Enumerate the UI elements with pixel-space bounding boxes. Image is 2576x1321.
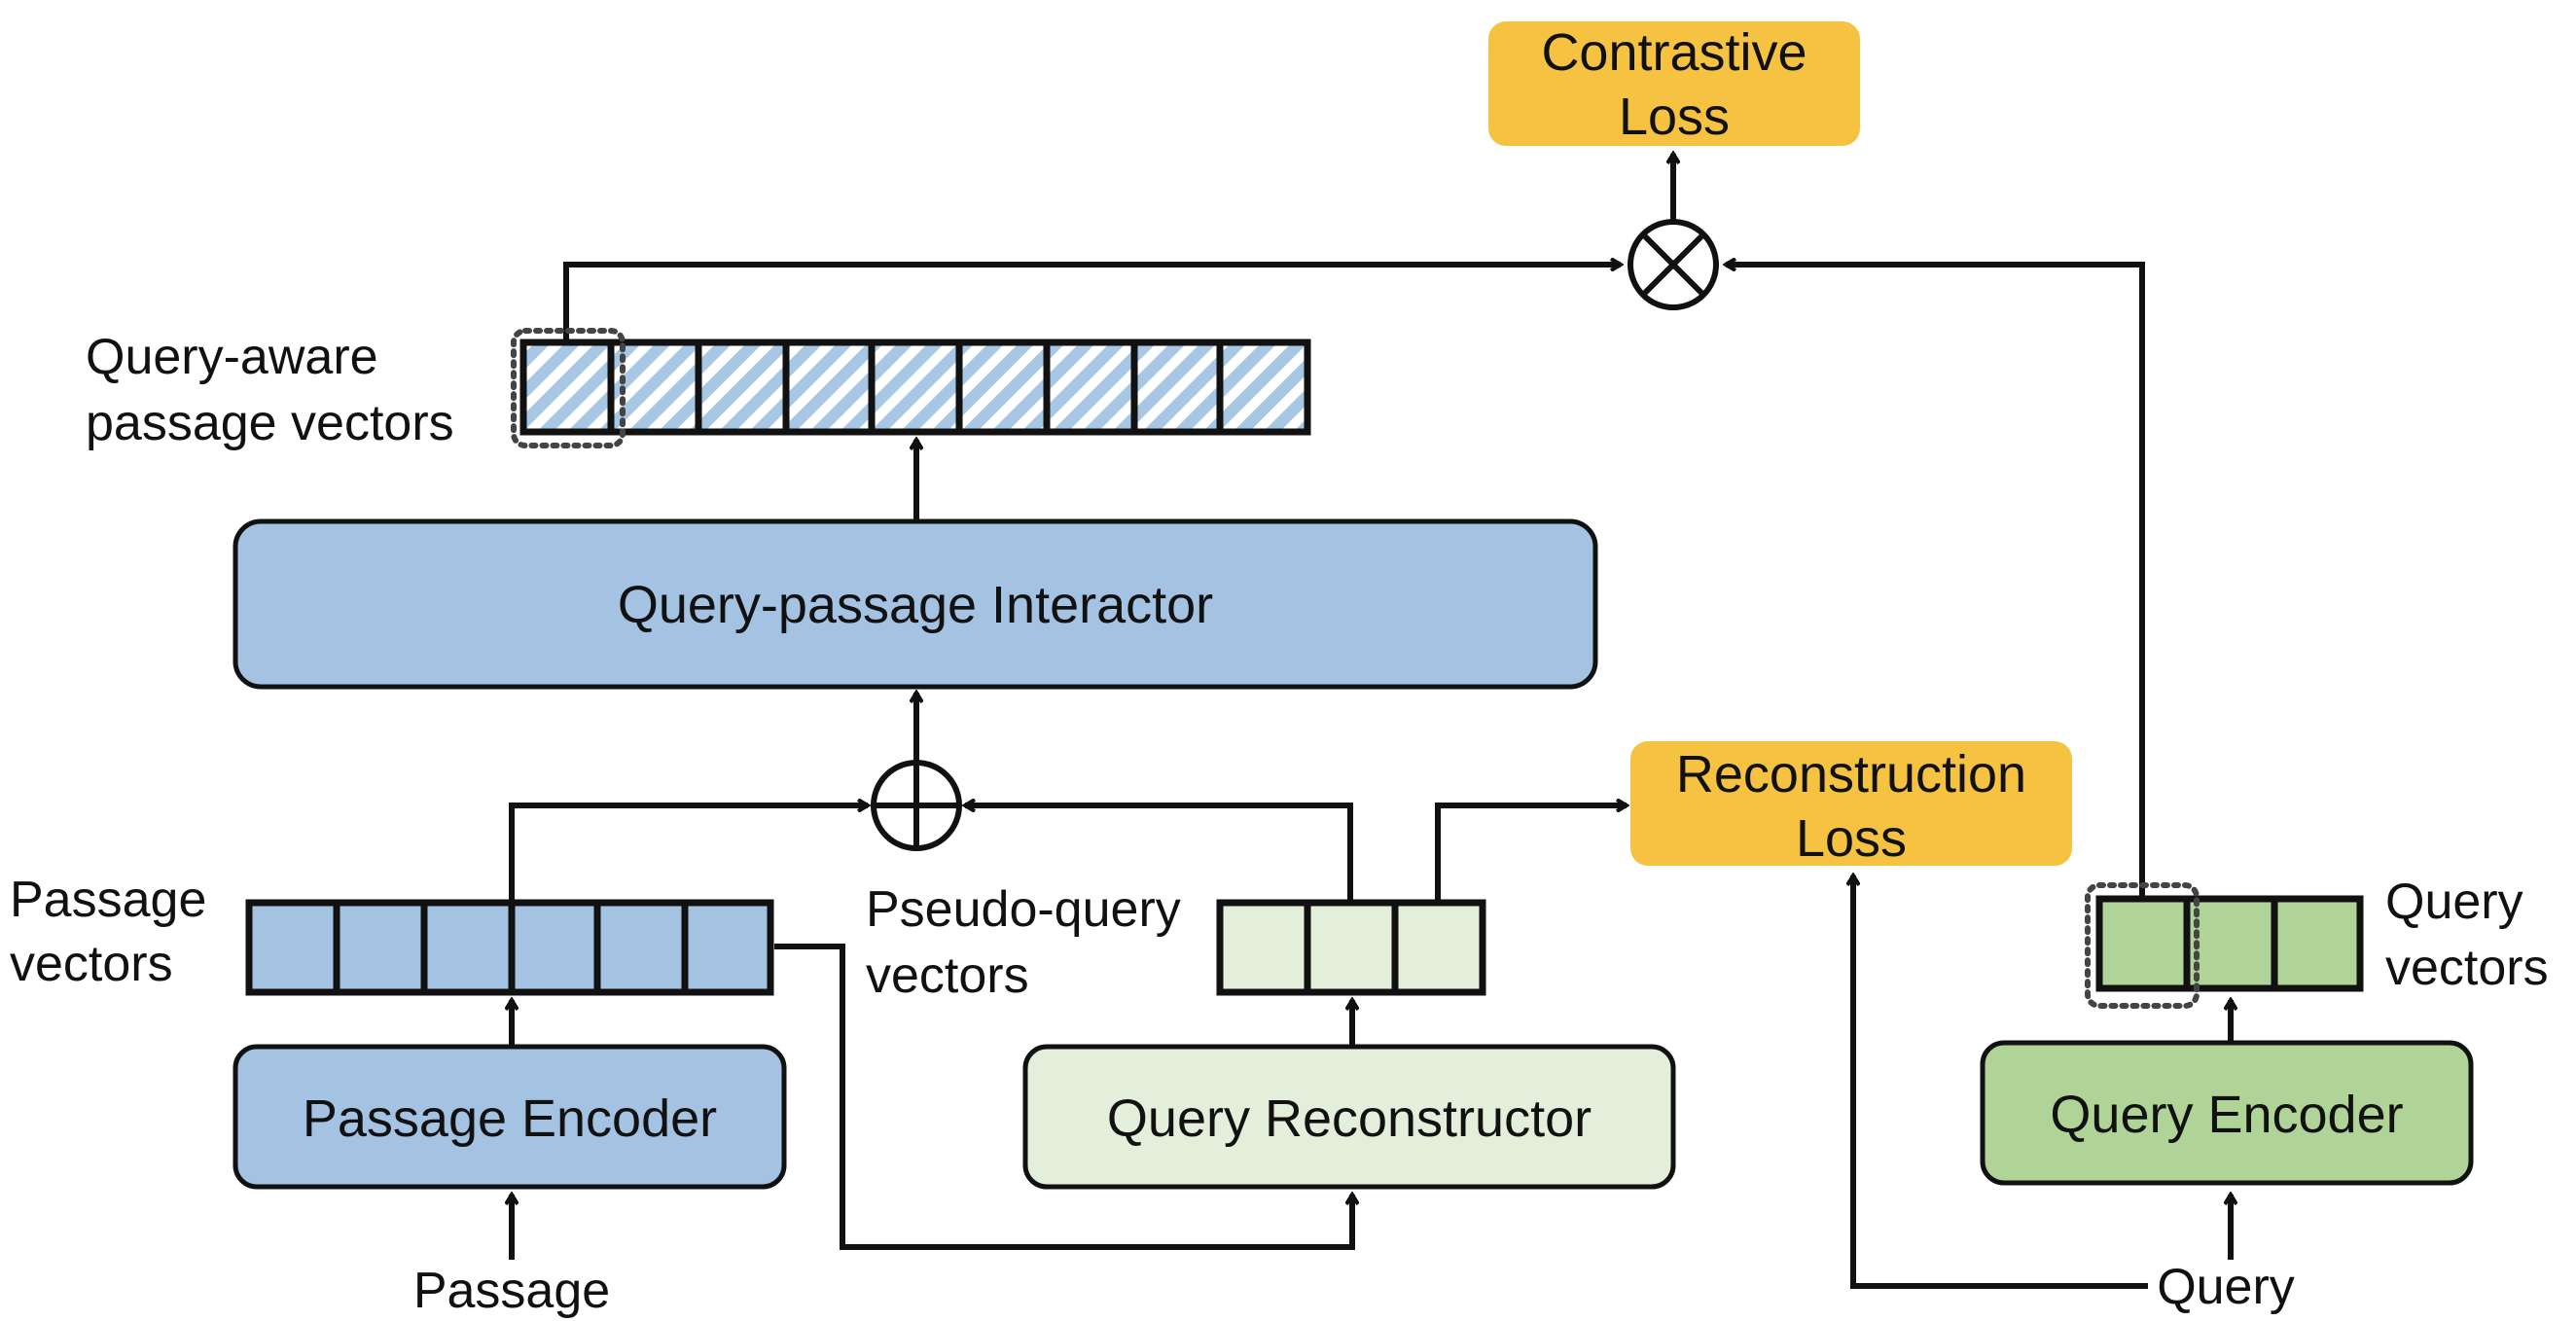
reconstruction-loss-line2: Loss [1796, 809, 1907, 868]
query-encoder-box: Query Encoder [1980, 1040, 2474, 1186]
passage-encoder-box: Passage Encoder [233, 1044, 787, 1190]
arrow-pseudoquery-to-reconloss [1435, 805, 1627, 903]
query-reconstructor-label: Query Reconstructor [1107, 1089, 1592, 1148]
query-reconstructor-box: Query Reconstructor [1022, 1044, 1676, 1190]
pseudo-query-label-line2: vectors [866, 947, 1029, 1004]
query-aware-label-line1: Query-aware [86, 329, 378, 385]
passage-encoder-label: Passage Encoder [303, 1089, 717, 1148]
reconstruction-loss-line1: Reconstruction [1676, 745, 2026, 803]
arrow-passagevectors-to-reconstructor [774, 944, 1352, 1250]
arrow-passagevectors-to-plus [509, 805, 868, 903]
contrastive-loss-line1: Contrastive [1541, 23, 1807, 82]
contrastive-loss-line2: Loss [1619, 88, 1730, 146]
query-vectors-label-line1: Query [2385, 874, 2523, 930]
query-input-label: Query [2157, 1259, 2295, 1315]
passage-vectors-label-line1: Passage [10, 872, 206, 928]
pseudo-query-vectors [1216, 899, 1486, 996]
passage-input-label: Passage [413, 1263, 610, 1319]
circled-times-icon [1628, 219, 1719, 310]
contrastive-loss-box: Contrastive Loss [1488, 21, 1860, 146]
pseudo-query-label-line1: Pseudo-query [866, 881, 1181, 938]
arrow-query-to-reconloss [1853, 875, 2148, 1289]
interactor-label: Query-passage Interactor [618, 576, 1213, 634]
arrow-queryvectors-to-multiply [1726, 265, 2145, 903]
query-aware-vectors [511, 328, 1311, 448]
arrow-queryaware-to-multiply [563, 265, 1621, 342]
reconstruction-loss-box: Reconstruction Loss [1630, 741, 2072, 868]
selected-cell-highlight [511, 328, 626, 448]
selected-query-cell-highlight [2085, 882, 2200, 1009]
query-vectors [2085, 882, 2364, 1009]
query-aware-label-line2: passage vectors [86, 395, 454, 451]
passage-vectors [245, 899, 774, 996]
arrow-pseudoquery-to-plus [965, 805, 1353, 903]
interactor-box: Query-passage Interactor [233, 518, 1598, 690]
query-encoder-label: Query Encoder [2050, 1086, 2403, 1144]
passage-vectors-label-line2: vectors [10, 936, 173, 992]
circled-plus-icon [871, 760, 962, 851]
query-vectors-label-line2: vectors [2385, 940, 2549, 996]
